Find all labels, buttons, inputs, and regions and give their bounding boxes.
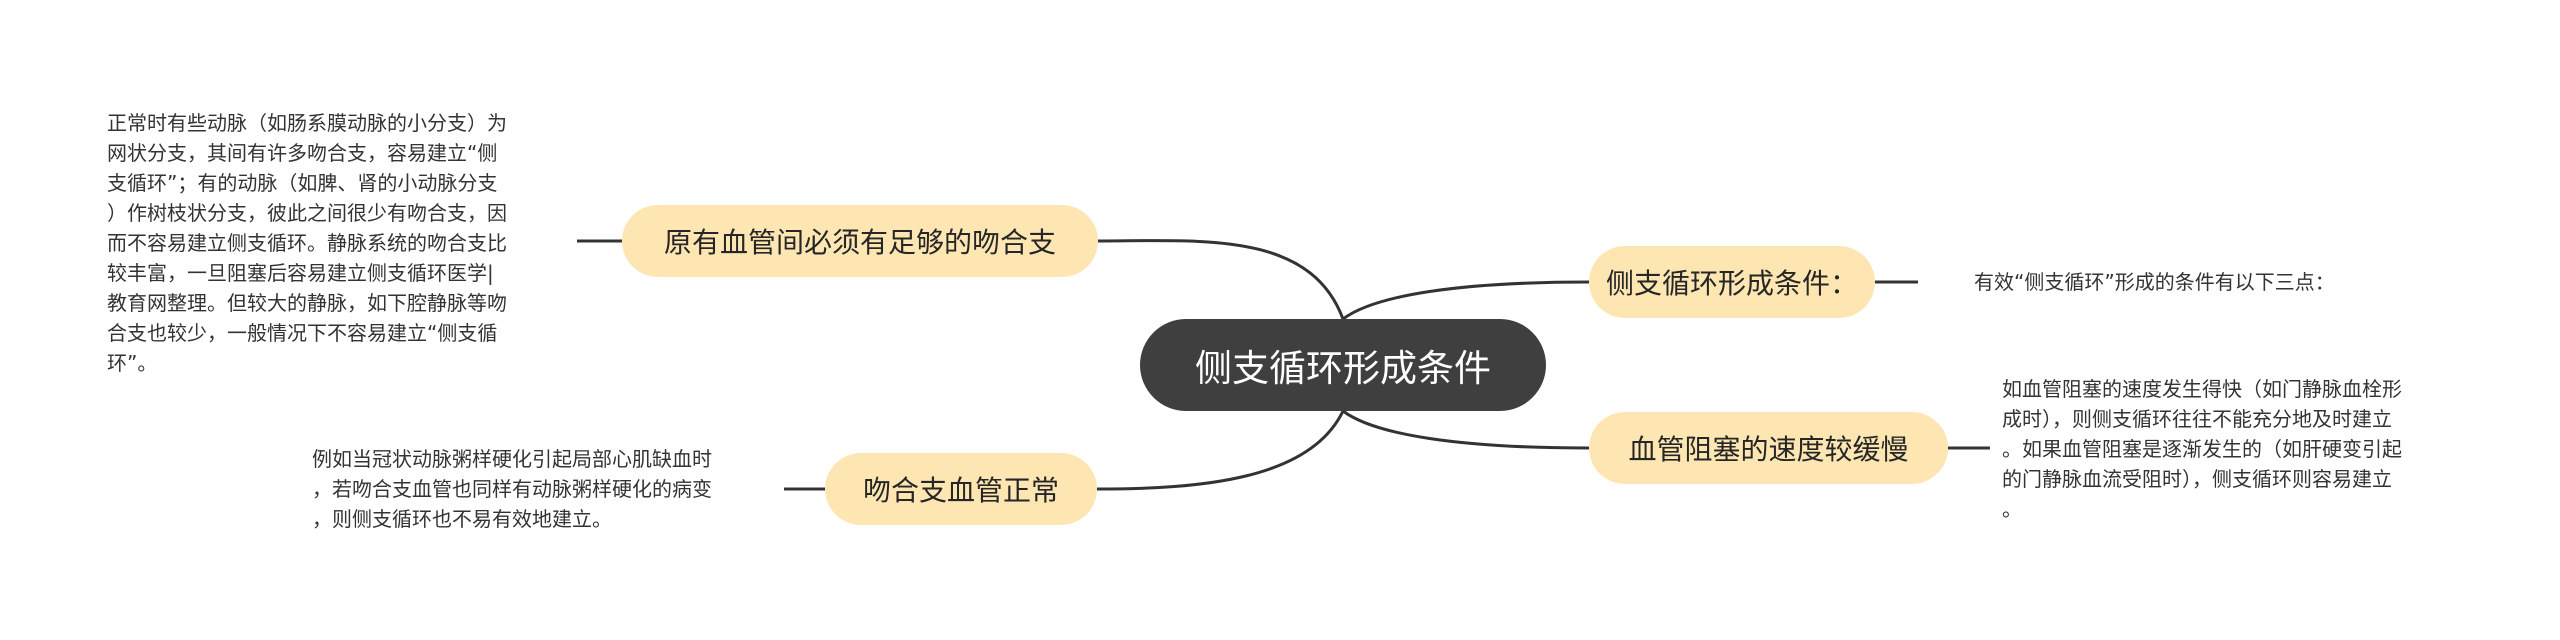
detail-line: 网状分支，其间有许多吻合支，容易建立“侧: [107, 141, 498, 165]
detail-line: 教育网整理。但较大的静脉，如下腔静脉等吻: [107, 291, 507, 315]
detail-line: 有效“侧支循环”形成的条件有以下三点：: [1974, 270, 2335, 294]
detail-line: 如血管阻塞的速度发生得快（如门静脉血栓形: [2002, 377, 2402, 401]
detail-line: 。如果血管阻塞是逐渐发生的（如肝硬变引起: [2002, 437, 2402, 461]
branch-topic-label: 侧支循环形成条件：: [1605, 267, 1858, 300]
root-topic[interactable]: 侧支循环形成条件: [1140, 319, 1546, 411]
detail-line: 而不容易建立侧支循环。静脉系统的吻合支比: [107, 231, 507, 255]
detail-text-anastomosis-required: 正常时有些动脉（如肠系膜动脉的小分支）为 网状分支，其间有许多吻合支，容易建立“…: [107, 108, 507, 378]
connector-root-to-branch-3: [1342, 409, 1590, 450]
detail-line: 例如当冠状动脉粥样硬化引起局部心肌缺血时: [312, 447, 712, 471]
branch-topic-label: 血管阻塞的速度较缓慢: [1628, 433, 1909, 466]
detail-text-conditions: 有效“侧支循环”形成的条件有以下三点：: [1974, 267, 2335, 297]
detail-line: 合支也较少，一般情况下不容易建立“侧支循: [107, 321, 498, 345]
detail-line: ，若吻合支血管也同样有动脉粥样硬化的病变: [312, 477, 712, 501]
detail-line: 较丰富，一旦阻塞后容易建立侧支循环医学|: [107, 261, 494, 285]
branch-topic-normal-anastomosis[interactable]: 吻合支血管正常: [825, 453, 1097, 525]
detail-line: 环”。: [107, 351, 158, 375]
connector-root-to-branch-2: [1342, 280, 1590, 321]
detail-line: 的门静脉血流受阻时），侧支循环则容易建立: [2002, 467, 2392, 491]
detail-text-normal-anastomosis: 例如当冠状动脉粥样硬化引起局部心肌缺血时 ，若吻合支血管也同样有动脉粥样硬化的病…: [312, 444, 712, 534]
detail-line: 成时），则侧支循环往往不能充分地及时建立: [2002, 407, 2392, 431]
detail-line: 支循环”；有的动脉（如脾、肾的小动脉分支: [107, 171, 498, 195]
connector-root-to-branch-1: [1097, 239, 1345, 320]
branch-topic-label: 原有血管间必须有足够的吻合支: [663, 226, 1056, 259]
branch-topic-anastomosis-required[interactable]: 原有血管间必须有足够的吻合支: [622, 205, 1098, 277]
detail-line: ）作树枝状分支，彼此之间很少有吻合支，因: [107, 201, 507, 225]
connector-root-to-branch-4: [1096, 410, 1345, 491]
branch-topic-slow-occlusion[interactable]: 血管阻塞的速度较缓慢: [1589, 412, 1948, 484]
detail-line: 。: [2002, 497, 2022, 521]
detail-text-slow-occlusion: 如血管阻塞的速度发生得快（如门静脉血栓形 成时），则侧支循环往往不能充分地及时建…: [2002, 374, 2402, 524]
root-topic-label: 侧支循环形成条件: [1195, 347, 1491, 390]
branch-topic-label: 吻合支血管正常: [862, 474, 1059, 507]
branch-topic-conditions[interactable]: 侧支循环形成条件：: [1589, 246, 1875, 318]
detail-line: 正常时有些动脉（如肠系膜动脉的小分支）为: [107, 111, 507, 135]
detail-line: ，则侧支循环也不易有效地建立。: [312, 507, 612, 531]
